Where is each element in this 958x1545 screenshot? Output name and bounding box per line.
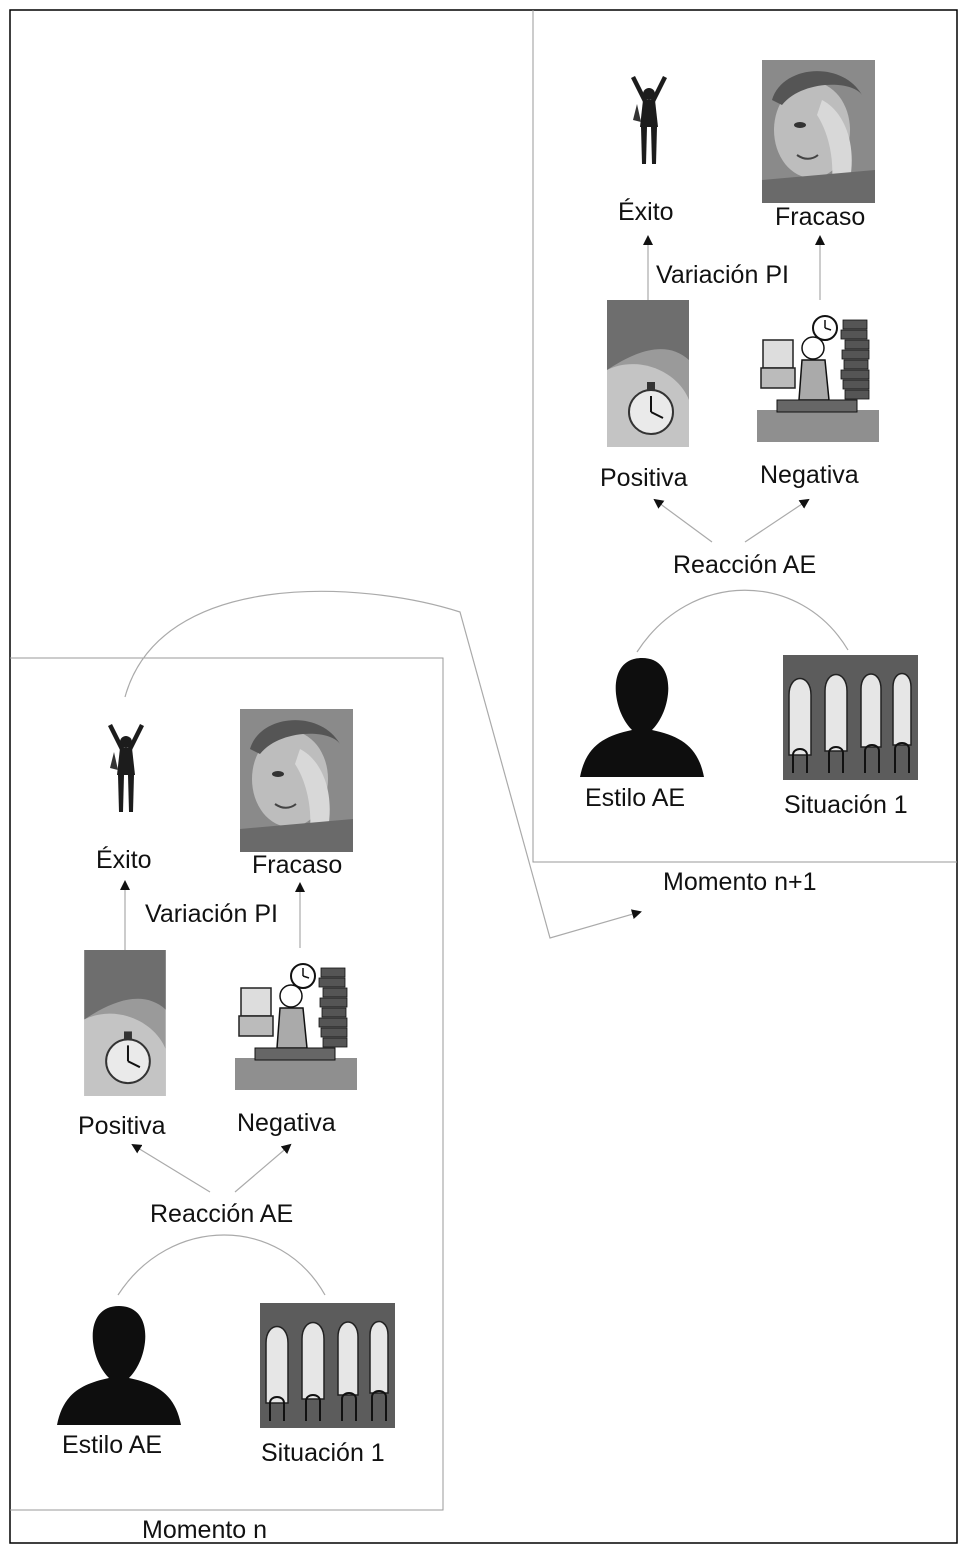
bottom-situacion-label: Situación 1 — [261, 1439, 385, 1467]
panel-top-frame — [532, 10, 957, 863]
top-arrow-positiva — [653, 498, 713, 543]
top-positiva-label: Positiva — [600, 464, 688, 492]
stressed-worker-icon — [235, 948, 357, 1090]
flow-curve — [124, 590, 642, 939]
stressed-worker-icon — [757, 300, 879, 442]
bottom-arrow-positiva — [131, 1143, 211, 1193]
top-momento-caption: Momento n+1 — [663, 868, 817, 896]
stopwatch-hand-icon — [84, 950, 166, 1096]
bottom-variacion-label: Variación PI — [145, 900, 278, 928]
outer-frame — [9, 9, 958, 1544]
bottom-positiva-label: Positiva — [78, 1112, 166, 1140]
bottom-momento-caption: Momento n — [142, 1516, 268, 1544]
jumping-man-icon — [613, 72, 685, 177]
top-arc-inputs — [636, 589, 849, 653]
bottom-reaccion-label: Reacción AE — [150, 1200, 294, 1228]
person-silhouette-icon — [580, 654, 705, 777]
despair-face-icon — [762, 60, 875, 203]
person-silhouette-icon — [57, 1302, 182, 1425]
phone-booths-icon — [260, 1303, 395, 1428]
bottom-arc-inputs — [117, 1234, 326, 1296]
stopwatch-hand-icon — [607, 300, 689, 447]
top-estilo-label: Estilo AE — [585, 784, 686, 812]
bottom-negativa-label: Negativa — [237, 1109, 336, 1137]
top-exito-label: Éxito — [618, 198, 674, 226]
bottom-fracaso-label: Fracaso — [252, 851, 343, 879]
top-negativa-label: Negativa — [760, 461, 859, 489]
despair-face-icon — [240, 709, 353, 852]
top-fracaso-label: Fracaso — [775, 203, 866, 231]
bottom-arrow-negativa — [234, 1143, 292, 1193]
panel-bottom-frame — [10, 657, 444, 1511]
top-situacion-label: Situación 1 — [784, 791, 908, 819]
top-reaccion-label: Reacción AE — [673, 551, 817, 579]
top-variacion-label: Variación PI — [656, 261, 789, 289]
bottom-exito-label: Éxito — [96, 846, 152, 874]
top-arrow-negativa — [744, 498, 810, 543]
jumping-man-icon — [90, 720, 162, 825]
phone-booths-icon — [783, 655, 918, 780]
bottom-estilo-label: Estilo AE — [62, 1431, 163, 1459]
